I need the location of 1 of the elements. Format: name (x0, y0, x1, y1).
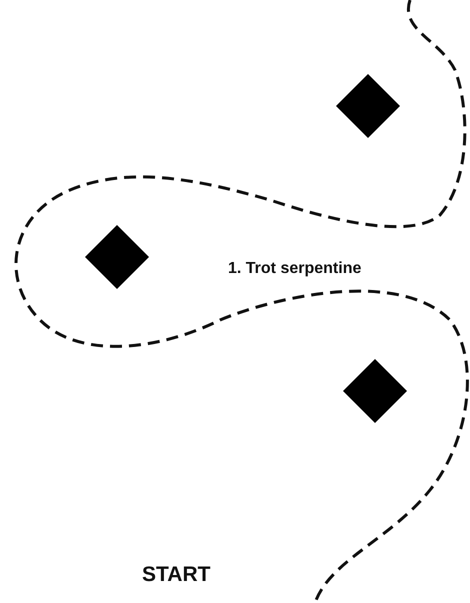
exercise-instruction: 1. Trot serpentine (226, 259, 364, 279)
